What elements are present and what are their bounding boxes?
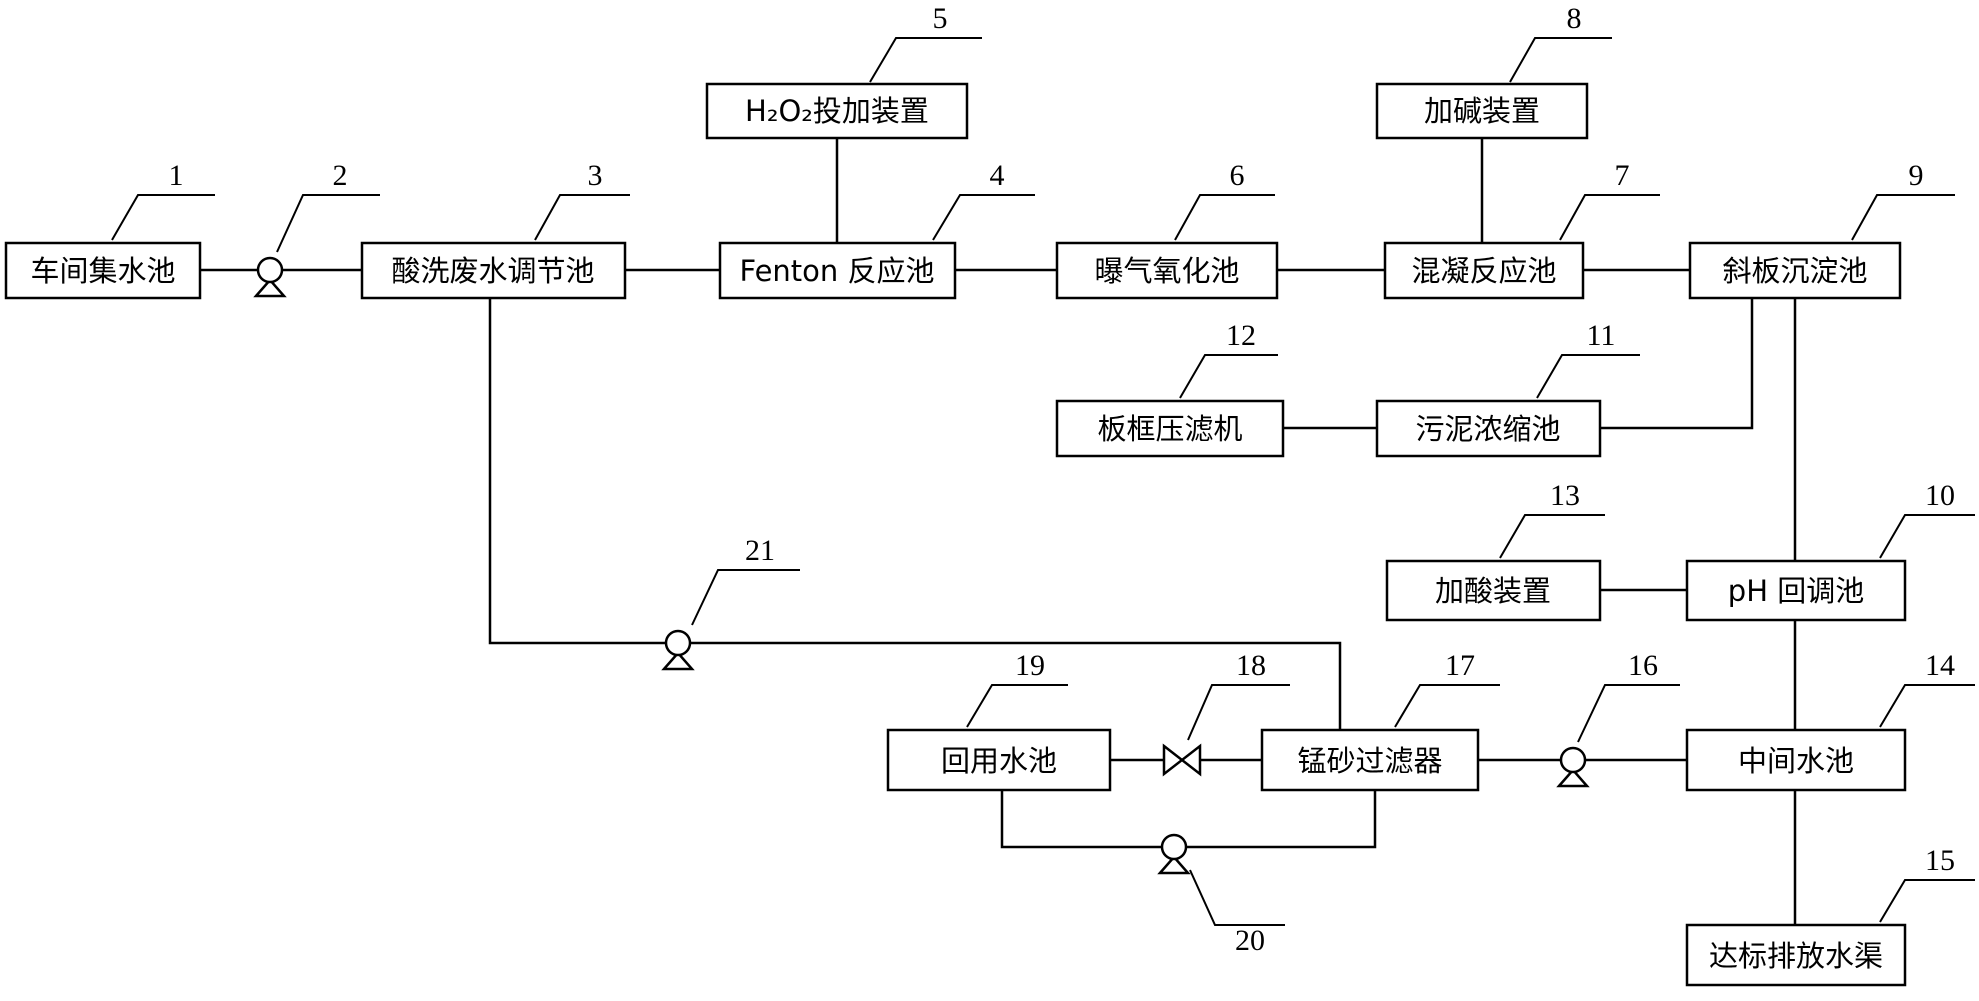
number-11: 11 [1587,319,1616,352]
number-14: 14 [1925,649,1955,682]
number-18: 18 [1236,649,1266,682]
leader-15 [1879,879,1975,923]
box-8-label: 加碱装置 [1424,94,1540,128]
leader-6 [1174,194,1275,241]
box-17: 锰砂过滤器 [1260,728,1480,792]
number-19: 19 [1015,649,1045,682]
number-13: 13 [1550,479,1580,512]
box-9-label: 斜板沉淀池 [1722,254,1867,288]
box-11-label: 污泥浓缩池 [1415,412,1560,446]
box-12: 板框压滤机 [1055,399,1285,458]
valve-18-icon [1162,743,1202,777]
pump-2-icon [253,256,287,298]
box-3: 酸洗废水调节池 [360,241,627,300]
leader-1 [111,194,215,241]
pump-20-icon [1157,833,1191,875]
pump-21-icon [661,629,695,671]
leader-14 [1879,684,1975,728]
box-7: 混凝反应池 [1383,241,1585,300]
box-15-label: 达标排放水渠 [1709,939,1883,973]
box-19: 回用水池 [886,728,1112,792]
number-16: 16 [1628,649,1658,682]
pipe-19-20-17 [1000,790,1377,849]
box-9: 斜板沉淀池 [1688,241,1902,300]
box-10-label: pH 回调池 [1728,574,1864,608]
box-8: 加碱装置 [1375,82,1589,140]
box-3-label: 酸洗废水调节池 [391,254,594,288]
leader-21 [691,569,800,626]
leader-11 [1536,354,1640,399]
leader-4 [932,194,1035,241]
leader-18 [1187,684,1290,741]
box-6-label: 曝气氧化池 [1094,254,1239,288]
box-7-label: 混凝反应池 [1411,254,1556,288]
leader-19 [966,684,1068,728]
leader-lines [111,37,1975,926]
leader-20 [1189,869,1285,926]
leader-3 [534,194,630,241]
leader-8 [1509,37,1612,83]
box-12-label: 板框压滤机 [1097,412,1242,446]
number-12: 12 [1226,319,1256,352]
pipe-17-21-3 [488,297,1342,730]
number-21: 21 [745,534,775,567]
number-labels: 1 2 3 4 5 6 7 8 9 10 11 12 13 14 15 16 1… [169,2,1956,957]
box-11: 污泥浓缩池 [1375,399,1602,458]
number-9: 9 [1909,159,1924,192]
number-4: 4 [990,159,1005,192]
box-6: 曝气氧化池 [1055,241,1279,300]
box-14: 中间水池 [1685,728,1907,792]
box-13: 加酸装置 [1385,559,1602,622]
pipelines [200,138,1797,925]
box-15: 达标排放水渠 [1685,923,1907,987]
leader-17 [1394,684,1500,728]
leader-10 [1879,514,1975,559]
box-1: 车间集水池 [4,241,202,300]
leader-5 [869,37,982,83]
leader-12 [1179,354,1278,399]
number-2: 2 [333,159,348,192]
number-1: 1 [169,159,184,192]
box-10: pH 回调池 [1685,559,1907,622]
box-5-label: H₂O₂投加装置 [745,94,929,128]
box-19-label: 回用水池 [941,744,1057,778]
box-4-label: Fenton 反应池 [739,254,934,288]
box-5: H₂O₂投加装置 [705,82,969,140]
leader-7 [1559,194,1660,241]
leader-16 [1577,684,1680,743]
pump-16-icon [1556,746,1590,788]
box-1-label: 车间集水池 [30,254,175,288]
number-7: 7 [1615,159,1630,192]
pipe-9-11 [1600,297,1754,430]
box-4: Fenton 反应池 [718,241,957,300]
number-6: 6 [1230,159,1245,192]
number-8: 8 [1567,2,1582,35]
number-15: 15 [1925,844,1955,877]
box-14-label: 中间水池 [1738,744,1854,778]
number-20: 20 [1235,924,1265,957]
number-5: 5 [933,2,948,35]
number-3: 3 [588,159,603,192]
number-10: 10 [1925,479,1955,512]
box-17-label: 锰砂过滤器 [1297,744,1442,778]
leader-9 [1851,194,1955,241]
leader-2 [276,194,380,253]
leader-13 [1499,514,1605,559]
box-13-label: 加酸装置 [1435,574,1551,608]
number-17: 17 [1445,649,1475,682]
